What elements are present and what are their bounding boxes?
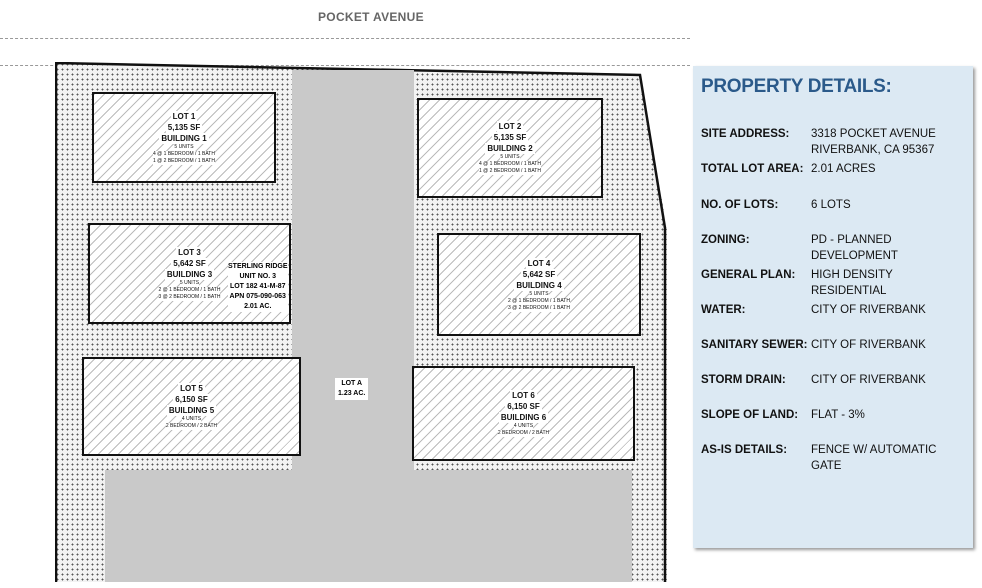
detail-row-sanitary-sewer: SANITARY SEWER:CITY OF RIVERBANK [701,339,926,351]
detail-row-storm-drain: STORM DRAIN:CITY OF RIVERBANK [701,374,926,386]
street [0,38,690,66]
property-boundary [55,62,667,582]
panel-title: PROPERTY DETAILS: [701,76,892,97]
detail-row-general-plan: GENERAL PLAN:HIGH DENSITY RESIDENTIAL [701,269,893,297]
detail-row-zoning: ZONING:PD - PLANNED DEVELOPMENT [701,234,898,262]
detail-row-slope: SLOPE OF LAND:FLAT - 3% [701,409,865,421]
detail-row-lots: NO. OF LOTS:6 LOTS [701,199,851,211]
detail-row-total-lot-area: TOTAL LOT AREA:2.01 ACRES [701,163,876,175]
detail-row-as-is: AS-IS DETAILS:FENCE W/ AUTOMATIC GATE [701,444,937,472]
street-label: POCKET AVENUE [318,10,424,24]
detail-row-water: WATER:CITY OF RIVERBANK [701,304,926,316]
central-driveway [292,70,414,582]
parking-right [412,470,632,582]
property-details-panel: PROPERTY DETAILS: SITE ADDRESS:3318 POCK… [693,66,973,548]
parking-left [105,470,305,582]
